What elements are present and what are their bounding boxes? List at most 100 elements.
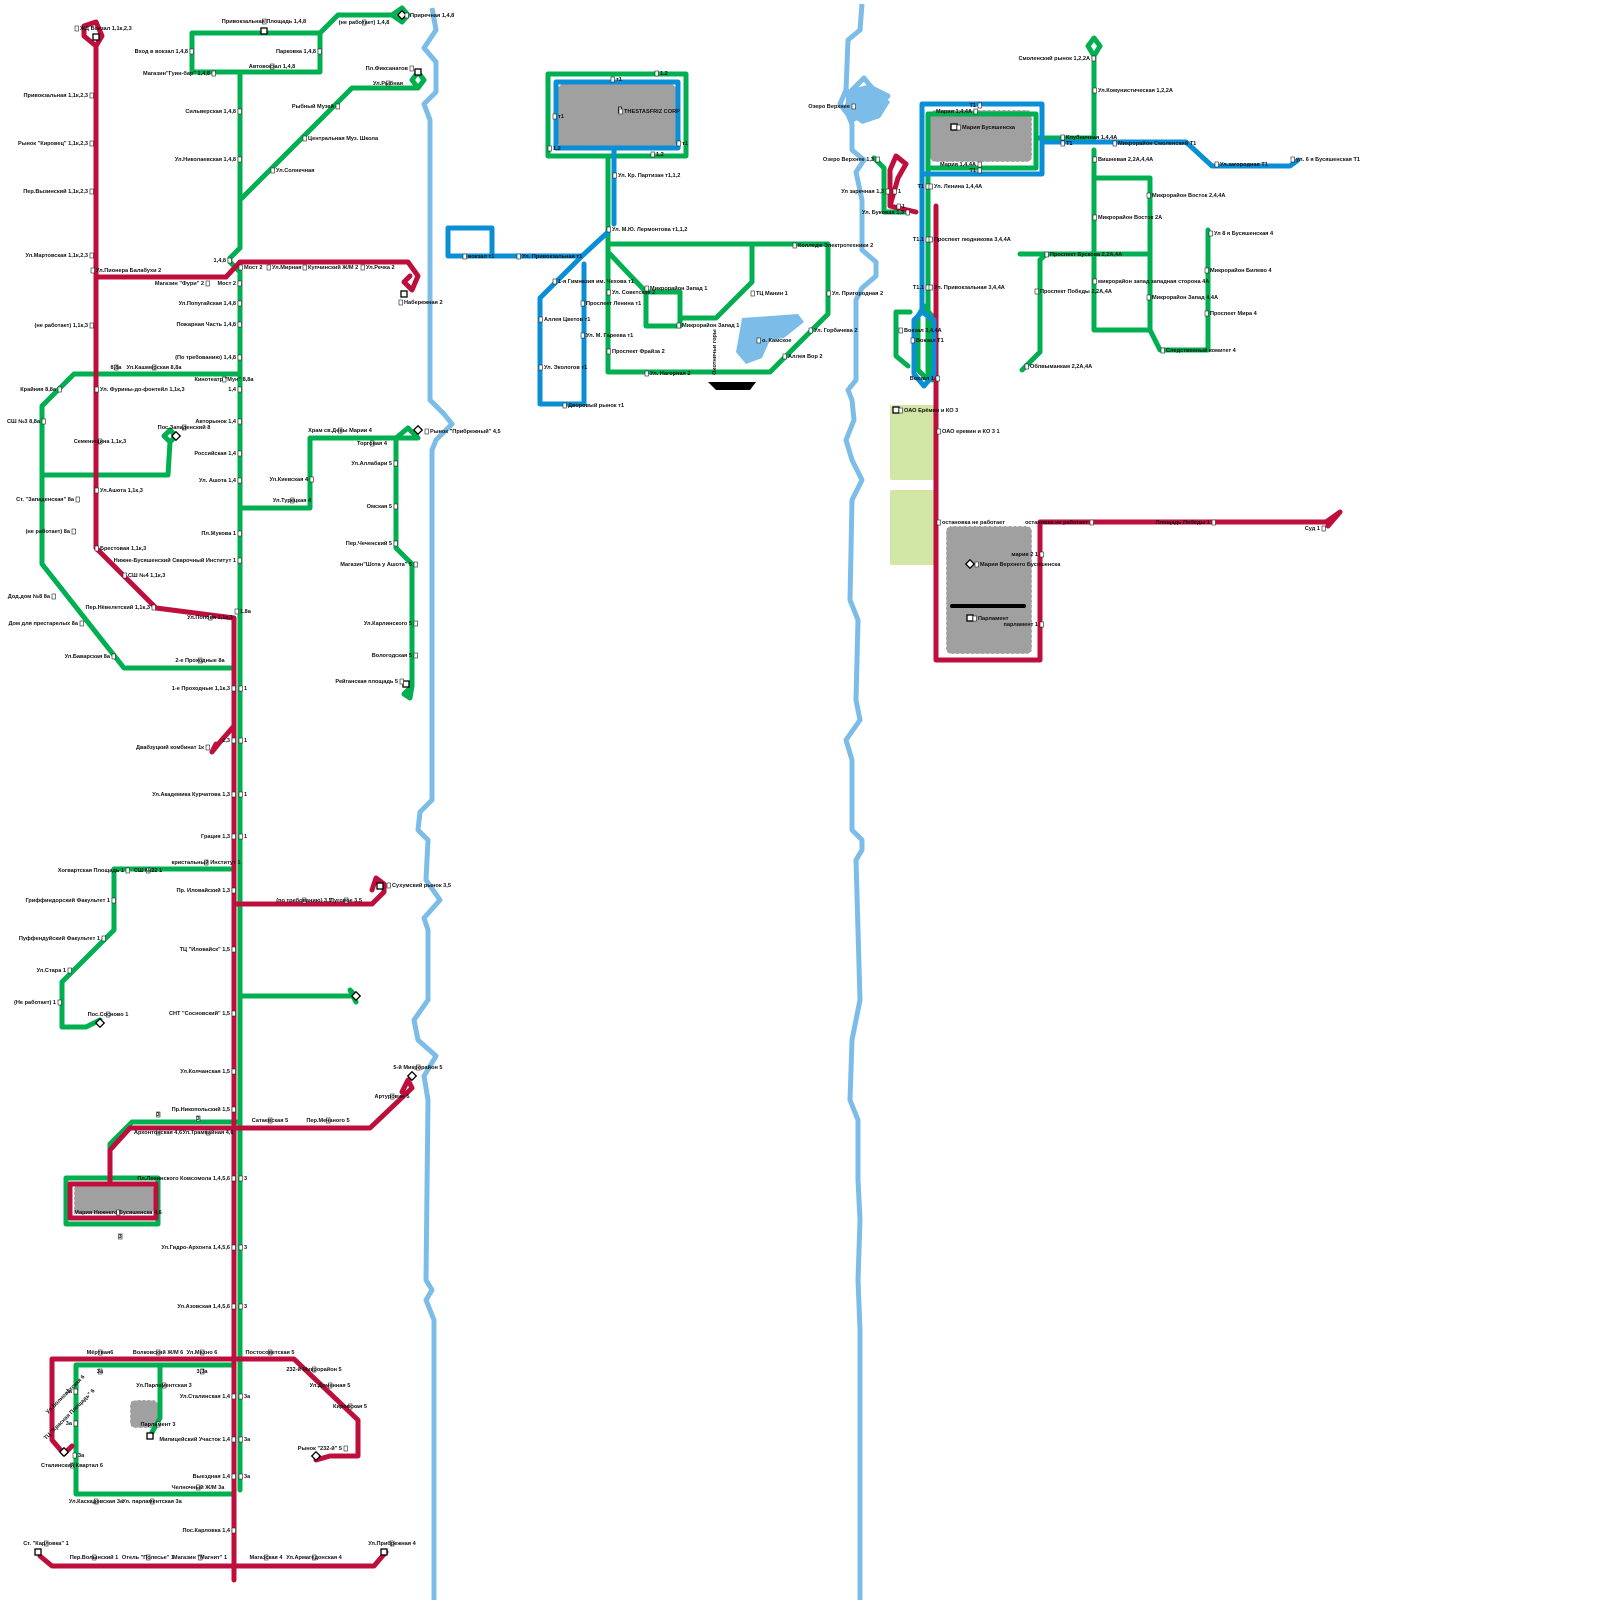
station[interactable]: Микрорайон Смоленский Т1 [1112, 140, 1196, 147]
station[interactable]: СШ №4 1,1к,3 [122, 572, 165, 579]
station[interactable]: Пер.Мечаного 5 [306, 1117, 350, 1124]
station[interactable]: (не работает) 1,4,8 [339, 19, 390, 26]
station[interactable]: Торговая 4 [357, 440, 388, 447]
station[interactable]: Кинотеатр "Мун" 8,8а [194, 376, 254, 383]
station[interactable]: Отель "Полесье" 1 [122, 1554, 174, 1561]
terminal-diamond-icon[interactable] [170, 430, 182, 442]
station[interactable]: Храм св.Девы Марии 4 [308, 427, 373, 434]
station[interactable]: Вокзал 1 [910, 375, 940, 382]
station[interactable]: 232-й Микрорайон 5 [286, 1366, 341, 1373]
station[interactable]: Ул.Баварская 8а [65, 653, 116, 660]
station[interactable]: 1,8а [234, 608, 252, 615]
station[interactable]: Пос.Карловка 1,4 [183, 1527, 236, 1534]
station[interactable]: Хогвартская Площадь 1 [58, 867, 130, 874]
station[interactable]: 3а [238, 1436, 251, 1443]
station[interactable]: Ст. "Западенская" 8а [16, 496, 80, 503]
station[interactable]: 1-я Гимназия им. Чехова т1 [552, 278, 634, 285]
station[interactable]: Парламент 3 [140, 1421, 176, 1428]
station[interactable]: Ул.загородная Т1 [1214, 161, 1268, 168]
station[interactable]: 1 [238, 685, 247, 692]
station[interactable]: Сильверская 1,4,8 [185, 108, 242, 115]
station[interactable]: Пл.Жукова 1 [201, 530, 242, 537]
station[interactable]: Ул.Аллабари 5 [351, 460, 398, 467]
station[interactable]: Ул. Горбачева 2 [808, 327, 857, 334]
station[interactable]: Аллея Вор 2 [782, 353, 823, 360]
station[interactable]: Проспект Мира 4 [1204, 310, 1258, 317]
station[interactable]: 3а [72, 1452, 85, 1459]
station[interactable]: 3а [238, 1393, 251, 1400]
station[interactable]: СНТ "Сосновский" 1,5 [169, 1010, 236, 1017]
station[interactable]: Пос.Западенский 8 [158, 424, 211, 431]
station[interactable]: вокзал т1 [462, 253, 494, 260]
station[interactable]: Клубничная 1,4,4А [1060, 134, 1117, 141]
station[interactable]: Пос.Сосново 1 [88, 1011, 129, 1018]
station[interactable]: Грация 1,3 [201, 833, 236, 840]
station[interactable]: Крайняя 8,8а [20, 386, 62, 393]
station[interactable]: Т1 [917, 183, 930, 190]
station[interactable]: Ул.Попугайская 1,4,8 [179, 300, 242, 307]
station[interactable]: остановка не работает [936, 519, 1005, 526]
station[interactable]: Пр. Иловайский 1,3 [177, 887, 236, 894]
terminal-square-icon[interactable] [146, 1432, 154, 1440]
station[interactable]: Пер.Волынский 1 [70, 1554, 119, 1561]
station[interactable]: 3а [238, 1473, 251, 1480]
station[interactable]: Рынок "Кировец" 1,1к,2,3 [18, 140, 94, 147]
station[interactable]: Облвыманкам 2,2А,4А [1024, 363, 1092, 370]
station[interactable]: Ул. М. Гареева т1 [580, 332, 633, 339]
station[interactable]: Ул. Буковая 1,3 [862, 209, 910, 216]
station[interactable]: 1 [238, 791, 247, 798]
station[interactable]: Рейганская площадь 5 [335, 678, 404, 685]
station[interactable]: Брестовая 1,1к,3 [94, 545, 146, 552]
terminal-square-icon[interactable] [34, 1548, 42, 1556]
station[interactable]: Ул.Речка 2 [360, 264, 395, 271]
station[interactable]: 3 [238, 1244, 247, 1251]
station[interactable]: Ул. Пригородная 2 [826, 290, 883, 297]
station[interactable]: Пожарная Часть 1,4,8 [176, 321, 242, 328]
station[interactable]: Аллея Цветов т1 [538, 316, 590, 323]
station[interactable]: Ул.Солнечная [270, 167, 314, 174]
station[interactable]: Мёртвая6 [87, 1349, 114, 1356]
station[interactable]: Выездная 1,4 [193, 1473, 236, 1480]
station[interactable]: Ул.Каскадовская 3а [69, 1498, 124, 1505]
station[interactable]: 3 [118, 1233, 123, 1240]
station[interactable]: Ул.Киевская 4 [270, 476, 314, 483]
station[interactable]: Сталинский Квартал 6 [41, 1462, 103, 1469]
station[interactable]: (Не работает) 1 [14, 999, 62, 1006]
station[interactable]: Купчинский Ж/М 2 [302, 264, 358, 271]
station[interactable]: Микрорайон Восток 2,4,4А [1146, 192, 1225, 199]
station[interactable]: Проспект Фрайза 2 [606, 348, 665, 355]
terminal-square-icon[interactable] [376, 882, 384, 890]
station[interactable]: Ул.Прибрежная 4 [368, 1540, 416, 1547]
station[interactable]: Мария Нижнего Бусяшенска 4,6 [74, 1209, 162, 1216]
station[interactable]: Т1 [969, 167, 982, 174]
station[interactable]: Ул.Трамвайная 4,6 [182, 1129, 233, 1136]
station[interactable]: Гриффиндорский Факультет 1 [25, 897, 116, 904]
terminal-diamond-icon[interactable] [350, 990, 362, 1002]
station[interactable]: 1,4 [228, 386, 242, 393]
station[interactable]: Милицейский Участок 1,4 [159, 1436, 236, 1443]
station[interactable]: Дод.дом №8 8а [8, 593, 56, 600]
station[interactable]: 3а [66, 1420, 78, 1427]
station[interactable]: ЖД Вокзал 1,1к,2,3 [74, 25, 132, 32]
station[interactable]: (по требованию) 3,5 [276, 897, 332, 904]
station[interactable]: ТЦ Манин 1 [750, 290, 788, 297]
station[interactable]: Привокзальная 1,1к,2,3 [24, 92, 94, 99]
station[interactable]: 1 [896, 203, 905, 210]
station[interactable]: Следственный комитет 4 [1160, 347, 1237, 354]
station[interactable]: Ул.Турецкая 4 [273, 497, 312, 504]
station[interactable]: 2-е Проходные 8а [175, 657, 226, 664]
station[interactable]: Набережная 2 [398, 299, 443, 306]
station[interactable]: Ул.Николаевская 1,4,8 [175, 156, 242, 163]
station[interactable]: Ст. "Карловка" 1 [23, 1540, 69, 1547]
station[interactable]: Ул.Гидро-Архонта 1,4,5,6 [161, 1244, 236, 1251]
station[interactable]: Магазин"Шота у Ашота" 5 [340, 561, 418, 568]
station[interactable]: ОАО еревин и КО 3 1 [936, 428, 1000, 435]
station[interactable]: Ул. парламентская 3а [122, 1498, 183, 1505]
station[interactable]: Парламент [972, 615, 1009, 622]
station[interactable]: Парковка 1,4,8 [276, 48, 322, 55]
terminal-diamond-icon[interactable] [58, 1446, 70, 1458]
station[interactable]: 3 [196, 1115, 201, 1122]
station[interactable]: Вокзал Т1 [910, 337, 944, 344]
station[interactable]: Мария Бусяшенска [956, 124, 1016, 131]
station[interactable]: Проспект Ленина т1 [580, 300, 641, 307]
